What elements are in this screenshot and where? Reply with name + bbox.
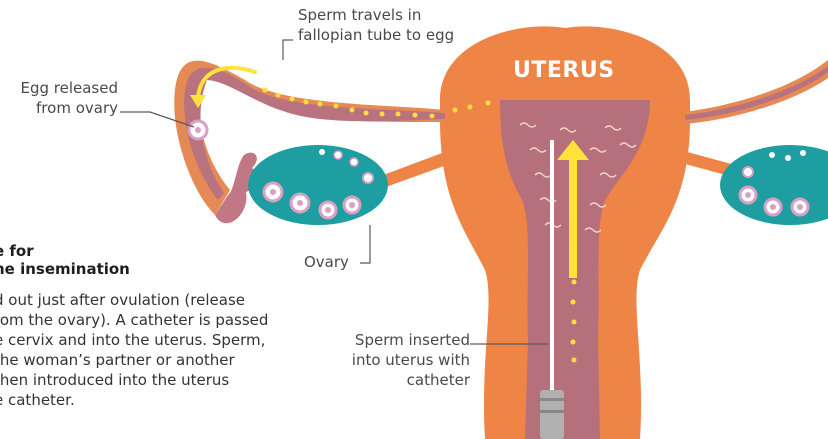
uterus-arrow-shaft bbox=[569, 158, 577, 278]
released-egg-nucleus bbox=[195, 127, 201, 133]
label-sperm-inserted: Sperm inserted into uterus with catheter bbox=[340, 330, 470, 390]
info-box-body: d out just after ovulation (release rom … bbox=[0, 290, 324, 410]
catheter-syringe bbox=[540, 390, 564, 439]
syringe-ring-1 bbox=[540, 398, 564, 401]
uterus-title: UTERUS bbox=[513, 58, 615, 83]
catheter-tube bbox=[550, 140, 554, 390]
info-box-heading: e for he insemination bbox=[0, 242, 324, 278]
label-egg-released: Egg released from ovary bbox=[0, 78, 118, 118]
label-sperm-travels: Sperm travels in fallopian tube to egg bbox=[298, 5, 498, 45]
syringe-ring-2 bbox=[540, 410, 564, 413]
